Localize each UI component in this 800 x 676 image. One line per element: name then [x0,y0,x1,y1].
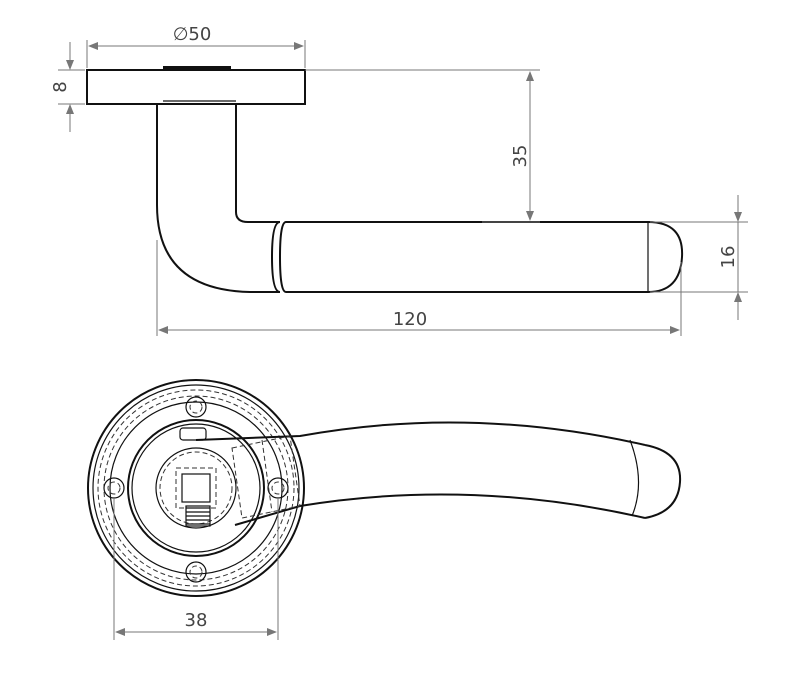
lever-arm-end [644,444,682,519]
lever-boss [127,419,265,557]
lever-tip [647,221,684,293]
dimension-grip-diameter: 16 [650,195,748,320]
dimension-lever-length: 120 [156,240,682,336]
front-view: 38 [87,379,682,640]
rose-plate [86,69,306,105]
fixing-screw-right [267,477,289,499]
dimension-fixing-centres: 38 [113,498,279,640]
fixing-screw-top [185,396,207,418]
spindle-slot [163,66,231,71]
rose-outer-circle [87,379,305,597]
rose-thickness-label: 8 [50,81,71,92]
lever-grip [286,221,648,293]
fixing-centres-label: 38 [185,610,208,631]
lever-height-label: 35 [510,145,531,168]
spindle-housing [155,447,237,529]
rose-diameter-label: ∅50 [173,24,212,45]
fixing-screw-left [103,477,125,499]
fixing-screw-bottom [185,561,207,583]
lever-arm-top-view [195,421,646,526]
dimension-rose-thickness: 8 [50,42,85,132]
lever-side-outline [156,104,280,293]
grip-diameter-label: 16 [718,246,739,269]
dimension-lever-height: 35 [305,69,540,223]
lever-collar [270,221,287,293]
spring-coil [185,505,211,527]
dimension-rose-diameter: ∅50 [86,24,306,68]
side-view: ∅50 8 35 16 [50,24,748,336]
lever-length-label: 120 [393,309,427,330]
